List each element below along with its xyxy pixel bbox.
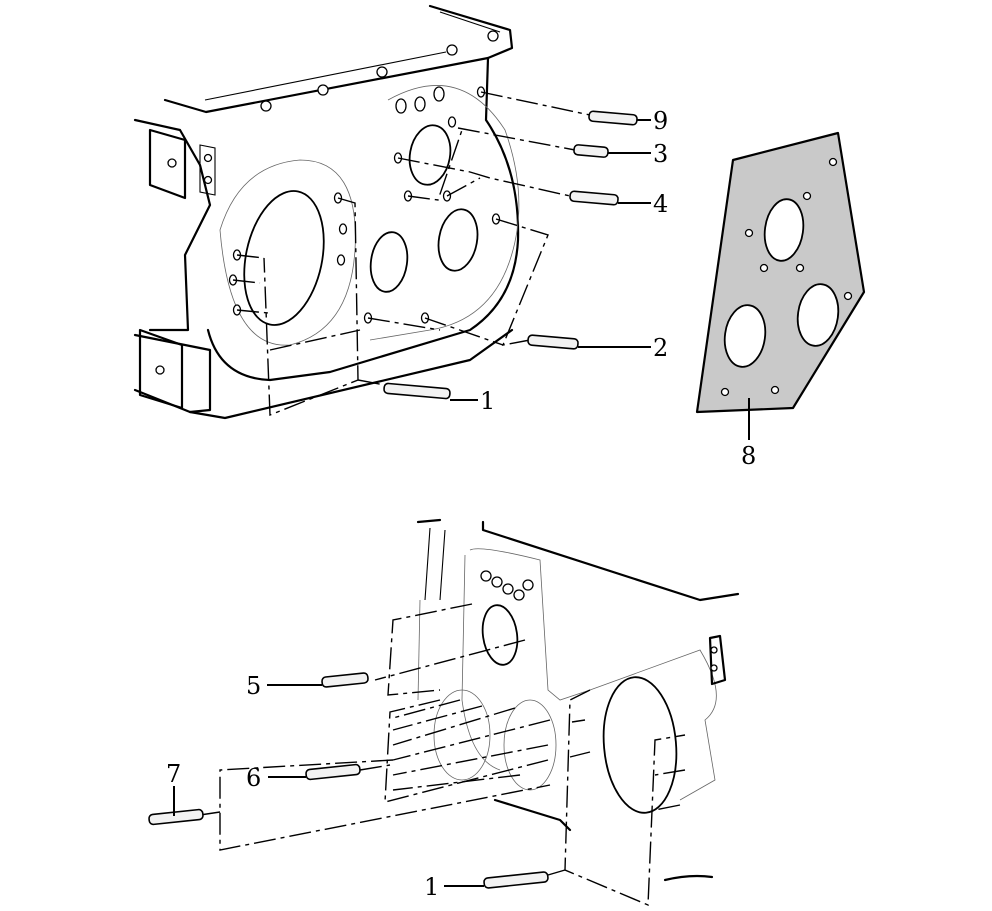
callout-1-upper: 1 (480, 387, 495, 415)
callout-5: 5 (246, 672, 261, 700)
gasket-plate (695, 131, 866, 414)
callout-2: 2 (653, 334, 668, 362)
callout-3: 3 (653, 140, 668, 168)
callout-1-lower: 1 (424, 873, 439, 901)
lower-studs (148, 672, 549, 889)
upper-housing (133, 4, 520, 420)
callout-8: 8 (741, 442, 756, 470)
callout-9: 9 (653, 107, 668, 135)
callout-4: 4 (653, 190, 668, 218)
upper-assembly-lines (232, 91, 591, 417)
upper-studs (383, 110, 638, 400)
lower-housing (416, 518, 740, 882)
lower-assembly-lines (199, 603, 686, 907)
callout-6: 6 (246, 764, 261, 792)
callouts: 9 3 4 2 1 8 5 6 7 1 (166, 107, 756, 901)
callout-7: 7 (166, 760, 181, 788)
